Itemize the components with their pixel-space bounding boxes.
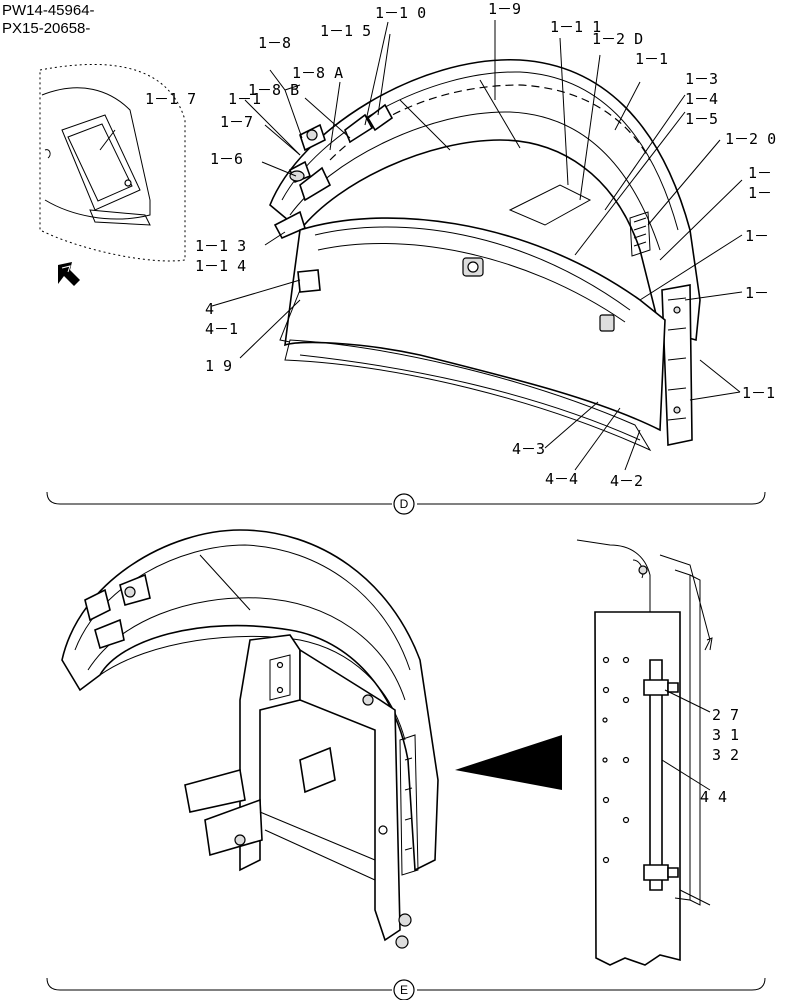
callout-1-1x: 1－1 <box>228 90 261 108</box>
callout-1-r2: 1－ <box>748 184 772 202</box>
callout-1-17: 1－1 7 <box>145 90 196 108</box>
view-d-leader-lines <box>99 20 743 471</box>
callout-1-2d: 1－2 D <box>592 30 643 48</box>
fender-assembly-view-e <box>61 529 439 949</box>
callout-1-r1: 1－ <box>748 164 772 182</box>
callout-1-9: 1－9 <box>488 0 521 18</box>
callout-1-1: 1－1 <box>635 50 668 68</box>
callout-1-8b: 1－8 B <box>248 81 299 99</box>
view-d-label: D <box>400 497 409 511</box>
callout-1-8: 1－8 <box>258 34 291 52</box>
callout-1-13: 1－1 3 <box>195 237 246 255</box>
view-e-leader-lines <box>661 689 711 791</box>
callout-1-r4: 1－ <box>745 284 769 302</box>
callout-4-1: 4－1 <box>205 320 238 338</box>
callout-1-10: 1－1 0 <box>375 4 426 22</box>
callout-1-1b: 1－1 <box>742 384 775 402</box>
callout-1-14: 1－1 4 <box>195 257 246 275</box>
callout-4: 4 <box>205 300 214 318</box>
callout-1-15: 1－1 5 <box>320 22 371 40</box>
callout-32: 3 2 <box>712 746 739 764</box>
callout-4-4: 4－4 <box>545 470 578 488</box>
view-e-label: E <box>400 983 408 997</box>
callout-1-8a: 1－8 A <box>292 64 343 82</box>
callout-1-6: 1－6 <box>210 150 243 168</box>
callout-1-20: 1－2 0 <box>725 130 776 148</box>
view-e-callouts: 2 7 3 1 3 2 4 4 <box>700 706 739 806</box>
serial-number-line-2: PX15-20658- <box>2 20 91 37</box>
detail-pointer-wedge <box>455 735 562 790</box>
callout-1-3: 1－3 <box>685 70 718 88</box>
callout-19: 1 9 <box>205 357 232 375</box>
callout-1-7: 1－7 <box>220 113 253 131</box>
callout-4-2: 4－2 <box>610 472 643 490</box>
callout-4-3: 4－3 <box>512 440 545 458</box>
callout-1-4: 1－4 <box>685 90 718 108</box>
callout-1-11: 1－1 1 <box>550 18 601 36</box>
serial-number-line-1: PW14-45964- <box>2 2 95 19</box>
view-e-brace: E <box>46 977 766 1000</box>
view-d-brace: D <box>46 491 766 515</box>
callout-1-5: 1－5 <box>685 110 718 128</box>
callout-1-r3: 1－ <box>745 227 769 245</box>
view-direction-arrow-icon <box>58 262 80 286</box>
view-d-callouts: 1－8 1－8 A 1－8 B 1－1 0 1－1 5 1－9 1－1 1 1－… <box>145 0 776 490</box>
callout-44: 4 4 <box>700 788 727 806</box>
bracket-detail-view <box>576 539 713 966</box>
locator-inset <box>39 64 186 262</box>
callout-31: 3 1 <box>712 726 739 744</box>
callout-27: 2 7 <box>712 706 739 724</box>
